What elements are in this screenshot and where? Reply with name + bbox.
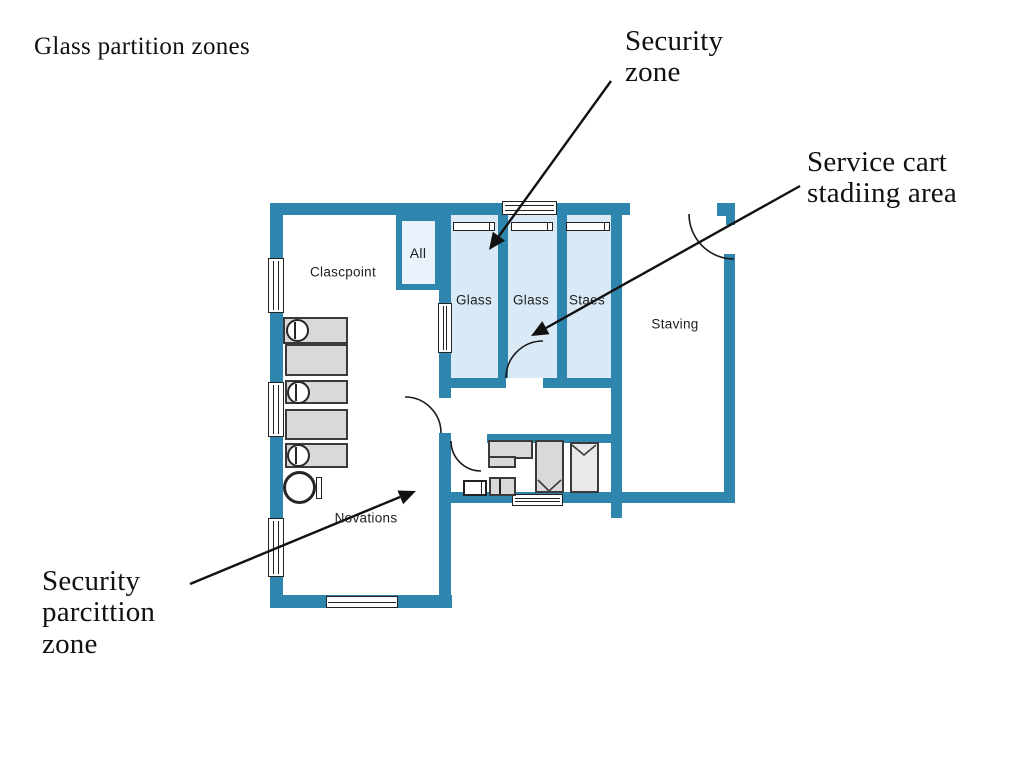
wall-bottom-right bbox=[448, 492, 735, 503]
small-bed-2 bbox=[570, 442, 599, 493]
arrowhead-security-partition bbox=[397, 490, 416, 505]
label-security-partition: Security parcittion zone bbox=[42, 565, 156, 660]
window-pane-lines bbox=[505, 205, 554, 211]
room-label-clascpoint: Clascpoint bbox=[309, 264, 377, 280]
stall-bottom-wall-left bbox=[451, 378, 506, 388]
stall-divider-1 bbox=[498, 215, 508, 378]
window-left-1 bbox=[268, 258, 284, 313]
sink-circle-2 bbox=[287, 381, 310, 404]
window-pane-lines bbox=[328, 602, 396, 603]
shelf-cap bbox=[604, 222, 610, 231]
sink-circle-1 bbox=[286, 319, 309, 342]
room-label-staving: Staving bbox=[651, 316, 699, 332]
bed-2 bbox=[285, 344, 348, 376]
window-bottom-right bbox=[512, 494, 563, 506]
corner-piece-stub bbox=[726, 214, 735, 225]
window-top-notch bbox=[502, 201, 557, 215]
label-service-cart: Service cart stadiing area bbox=[807, 146, 957, 210]
door-arc-small-room bbox=[450, 440, 482, 472]
room-label-novations: Novations bbox=[334, 510, 398, 526]
shelf-cap bbox=[547, 222, 553, 231]
sink-divider bbox=[295, 447, 298, 464]
wall-main-right-lower bbox=[439, 433, 451, 608]
window-bottom-main bbox=[326, 596, 398, 608]
shelf-cap bbox=[489, 222, 495, 231]
wall-main-right-mid bbox=[439, 350, 451, 398]
counter-step bbox=[488, 456, 516, 468]
closet-interior bbox=[402, 221, 435, 284]
window-pane-lines bbox=[273, 261, 279, 310]
staving-left-wall-stub bbox=[611, 503, 622, 518]
toilet-tank-bar bbox=[316, 477, 322, 499]
staving-left-wall bbox=[611, 203, 622, 503]
storage-box-2 bbox=[489, 477, 516, 496]
box-divider bbox=[481, 482, 482, 494]
bed-4 bbox=[285, 409, 348, 440]
box-divider bbox=[499, 479, 501, 494]
small-bed-1 bbox=[535, 440, 564, 493]
storage-box-1 bbox=[463, 480, 487, 496]
room-label-staes: Staes bbox=[568, 292, 606, 308]
page-title: Glass partition zones bbox=[34, 33, 250, 60]
sink-divider bbox=[295, 384, 298, 401]
door-arc-main-room bbox=[404, 396, 442, 434]
window-interior-wall bbox=[438, 303, 452, 353]
room-label-all: All bbox=[409, 245, 427, 261]
window-left-2 bbox=[268, 382, 284, 437]
stall-bottom-wall-right bbox=[543, 378, 612, 388]
window-pane-lines bbox=[273, 521, 279, 574]
room-label-glass1: Glass bbox=[455, 292, 493, 308]
hall-bottom-wall bbox=[487, 434, 612, 443]
window-pane-lines bbox=[515, 498, 560, 502]
sink-circle-3 bbox=[287, 444, 310, 467]
wall-right bbox=[724, 254, 735, 503]
window-left-3 bbox=[268, 518, 284, 577]
room-label-glass2: Glass bbox=[512, 292, 550, 308]
window-pane-lines bbox=[273, 385, 279, 434]
stall-divider-2 bbox=[557, 215, 567, 378]
window-pane-lines bbox=[443, 306, 447, 350]
wall-main-right-upper bbox=[439, 203, 451, 305]
toilet bbox=[283, 471, 316, 504]
sink-divider bbox=[294, 322, 297, 339]
label-security-zone: Security zone bbox=[625, 25, 724, 89]
